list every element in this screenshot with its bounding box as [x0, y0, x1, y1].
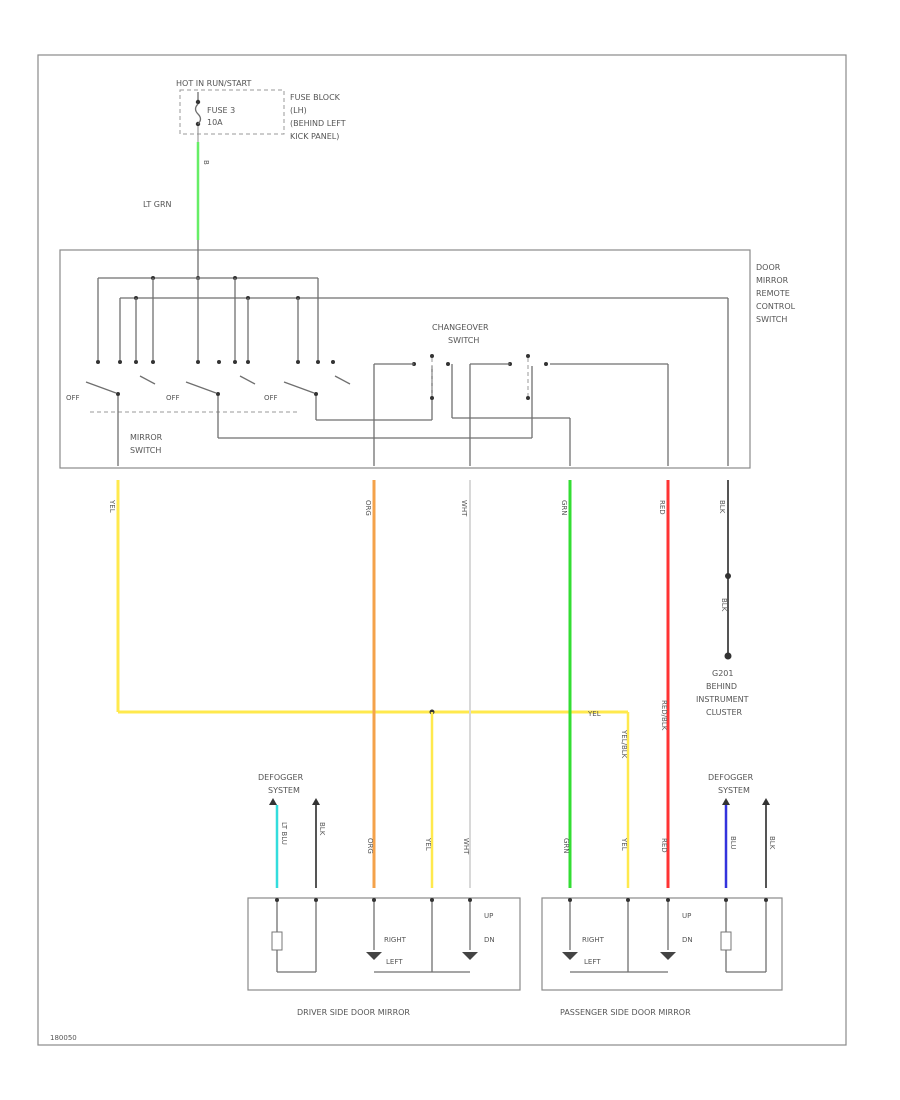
- ground-location-3: CLUSTER: [706, 708, 743, 717]
- passenger-motor-lr-icon: [562, 952, 578, 960]
- remote-switch-box: [59, 249, 751, 469]
- passenger-right-label: RIGHT: [582, 936, 605, 944]
- defogger-left-line-2: SYSTEM: [268, 786, 300, 795]
- fuse-pin-label: B: [202, 160, 210, 165]
- org-driver-label: ORG: [366, 838, 374, 854]
- ground-location-2: INSTRUMENT: [696, 695, 749, 704]
- remote-control-switch: DOOR MIRROR REMOTE CONTROL SWITCH: [59, 240, 796, 469]
- driver-right-label: RIGHT: [384, 936, 407, 944]
- power-source-label: HOT IN RUN/START: [176, 79, 252, 88]
- passenger-motor-ud-icon: [660, 952, 676, 960]
- fuse-block-line-2: (LH): [290, 106, 307, 115]
- passenger-dn-label: DN: [682, 936, 693, 944]
- passenger-up-label: UP: [682, 912, 691, 920]
- wht-driver-label: WHT: [462, 838, 470, 855]
- yel-run-label: YEL: [587, 710, 601, 718]
- remote-switch-label-5: SWITCH: [756, 315, 787, 324]
- yel-wire-label: YEL: [108, 499, 116, 513]
- org-wire-label: ORG: [364, 500, 372, 516]
- driver-motor-lr-icon: [366, 952, 382, 960]
- fuse-name: FUSE 3: [207, 106, 235, 115]
- passenger-mirror-box: [541, 897, 783, 991]
- driver-motor-ud-icon: [462, 952, 478, 960]
- defogger-right-line-2: SYSTEM: [718, 786, 750, 795]
- yel-driver-label: YEL: [424, 837, 432, 851]
- blk-ground-label: BLK: [720, 598, 728, 612]
- passenger-heater-icon: [720, 931, 732, 951]
- off-label-1: OFF: [66, 394, 80, 402]
- grn-pass-label: GRN: [562, 838, 570, 854]
- blu-label: BLU: [729, 836, 737, 849]
- red-pass-label: RED: [660, 838, 668, 853]
- passenger-mirror-label: PASSENGER SIDE DOOR MIRROR: [560, 1008, 691, 1017]
- fuse-block-outline: [179, 89, 285, 135]
- driver-mirror-label: DRIVER SIDE DOOR MIRROR: [297, 1008, 410, 1017]
- fuse-block: HOT IN RUN/START FUSE 3 10A FUSE BLOCK (…: [176, 79, 346, 165]
- off-label-2: OFF: [166, 394, 180, 402]
- ground-location-1: BEHIND: [706, 682, 737, 691]
- outer-frame: [37, 54, 847, 1046]
- blk-right-label: BLK: [768, 836, 776, 850]
- figure-id: 180050: [50, 1034, 77, 1042]
- driver-heater-icon: [271, 931, 283, 951]
- grn-wire-label: GRN: [560, 500, 568, 516]
- off-label-3: OFF: [264, 394, 278, 402]
- red-blk-label: RED/BLK: [660, 700, 668, 731]
- defogger-left: DEFOGGER SYSTEM LT BLU BLK: [258, 773, 326, 888]
- driver-dn-label: DN: [484, 936, 495, 944]
- driver-side-mirror: RIGHT LEFT UP DN DRIVER SIDE DOOR MIRROR: [247, 897, 521, 1017]
- red-wire-label: RED: [658, 500, 666, 515]
- driver-left-label: LEFT: [386, 958, 403, 966]
- ground-label: G201: [712, 669, 733, 678]
- yel-blk-label: YEL/BLK: [620, 729, 628, 759]
- remote-switch-label-1: DOOR: [756, 263, 781, 272]
- lt-blu-label: LT BLU: [280, 822, 288, 845]
- blk-wire-label: BLK: [718, 500, 726, 514]
- driver-up-label: UP: [484, 912, 493, 920]
- remote-switch-label-2: MIRROR: [756, 276, 789, 285]
- fuse-block-line-3: (BEHIND LEFT: [290, 119, 346, 128]
- passenger-left-label: LEFT: [584, 958, 601, 966]
- passenger-side-mirror: RIGHT LEFT UP DN PASSENGER SIDE DOOR MIR…: [541, 897, 783, 1017]
- fuse-block-line-1: FUSE BLOCK: [290, 93, 341, 102]
- changeover-label-2: SWITCH: [448, 336, 479, 345]
- feed-wire-label: LT GRN: [143, 200, 172, 209]
- harness-wires: YEL YEL YEL/BLK YEL YEL ORG ORG WHT WHT …: [108, 480, 749, 888]
- mirror-switch-label-2: SWITCH: [130, 446, 161, 455]
- blk-left-label: BLK: [318, 822, 326, 836]
- changeover-label-1: CHANGEOVER: [432, 323, 489, 332]
- wht-wire-label: WHT: [460, 500, 468, 517]
- remote-switch-label-3: REMOTE: [756, 289, 790, 298]
- yel-pass-label: YEL: [620, 837, 628, 851]
- defogger-right: DEFOGGER SYSTEM BLU BLK: [708, 773, 776, 888]
- remote-switch-label-4: CONTROL: [756, 302, 796, 311]
- fuse-block-line-4: KICK PANEL): [290, 132, 339, 141]
- mirror-switch-label-1: MIRROR: [130, 433, 163, 442]
- defogger-right-line-1: DEFOGGER: [708, 773, 754, 782]
- fuse-amp: 10A: [207, 118, 223, 127]
- defogger-left-line-1: DEFOGGER: [258, 773, 304, 782]
- driver-mirror-box: [247, 897, 521, 991]
